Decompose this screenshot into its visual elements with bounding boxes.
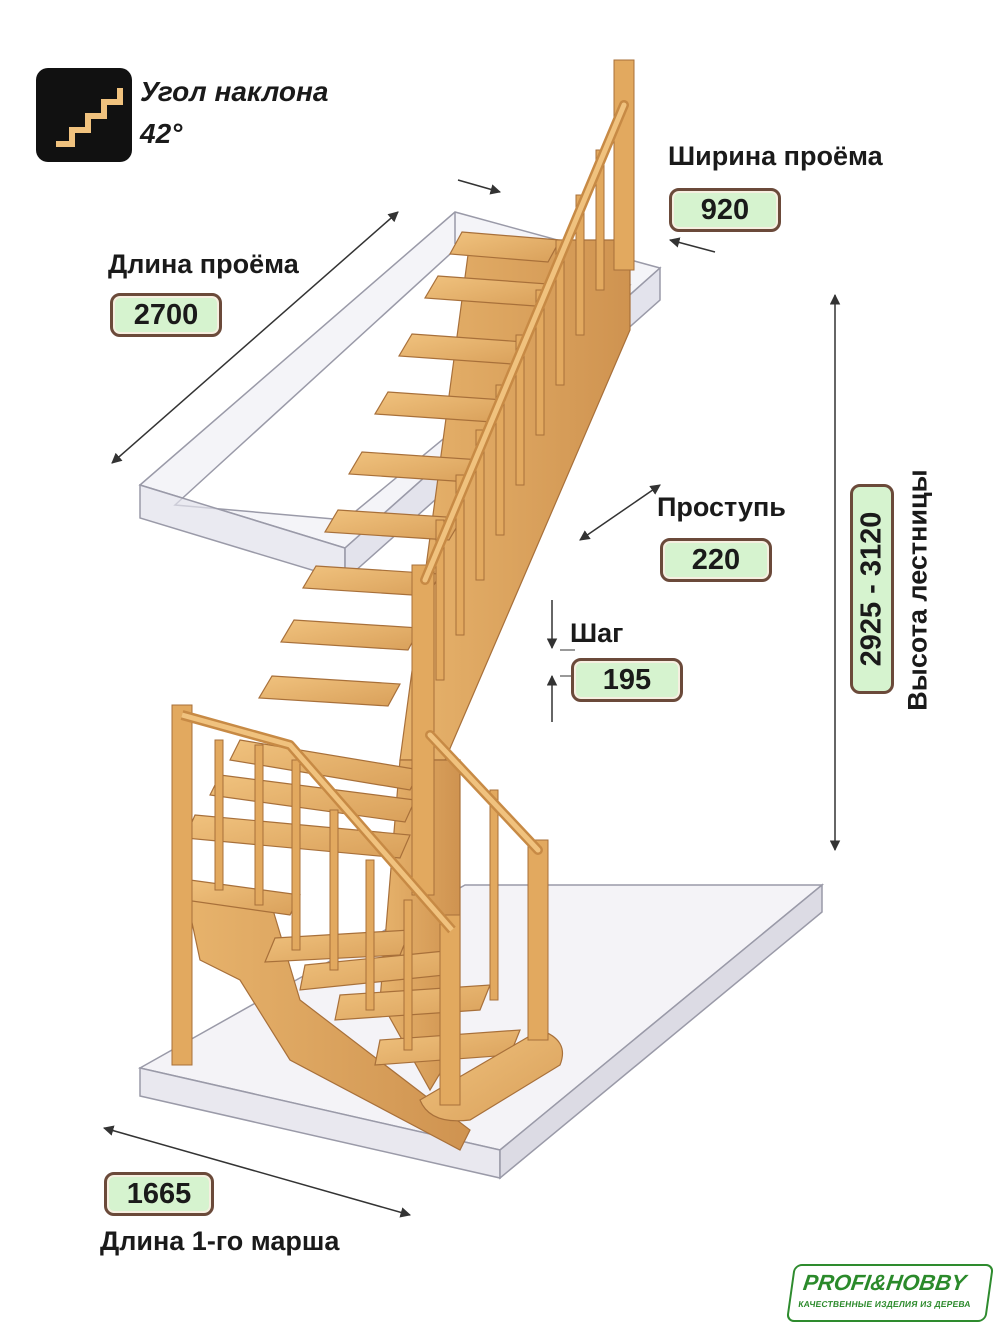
brand-name: PROFI&HOBBY bbox=[801, 1270, 968, 1295]
tread-label: Проступь bbox=[657, 492, 786, 522]
tread-value: 220 bbox=[660, 538, 772, 582]
stairs-icon bbox=[36, 68, 132, 162]
stair-height-label: Высота лестницы bbox=[902, 469, 933, 711]
opening-width-label: Ширина проёма bbox=[668, 141, 883, 171]
upper-handrail bbox=[420, 100, 629, 585]
angle-value: 42° bbox=[140, 118, 183, 149]
stair-height-value: 2925 - 3120 bbox=[850, 484, 894, 694]
opening-width-value: 920 bbox=[669, 188, 781, 232]
lower-handrails bbox=[180, 710, 543, 934]
brand-tagline: КАЧЕСТВЕННЫЕ ИЗДЕЛИЯ ИЗ ДЕРЕВА bbox=[797, 1299, 972, 1309]
step-value: 195 bbox=[571, 658, 683, 702]
dimension-lines bbox=[102, 179, 841, 1218]
first-flight-value: 1665 bbox=[104, 1172, 214, 1216]
upper-treads bbox=[257, 231, 561, 707]
upper-balusters bbox=[411, 59, 635, 896]
floor-slab bbox=[137, 883, 825, 1180]
opening-length-value: 2700 bbox=[110, 293, 222, 337]
first-flight-label: Длина 1-го марша bbox=[100, 1226, 340, 1256]
lower-balusters bbox=[171, 704, 549, 1106]
opening-length-label: Длина проёма bbox=[108, 249, 299, 279]
brand-logo: PROFI&HOBBY КАЧЕСТВЕННЫЕ ИЗДЕЛИЯ ИЗ ДЕРЕ… bbox=[785, 1264, 995, 1322]
step-label: Шаг bbox=[570, 618, 624, 648]
angle-title: Угол наклона bbox=[140, 76, 329, 107]
